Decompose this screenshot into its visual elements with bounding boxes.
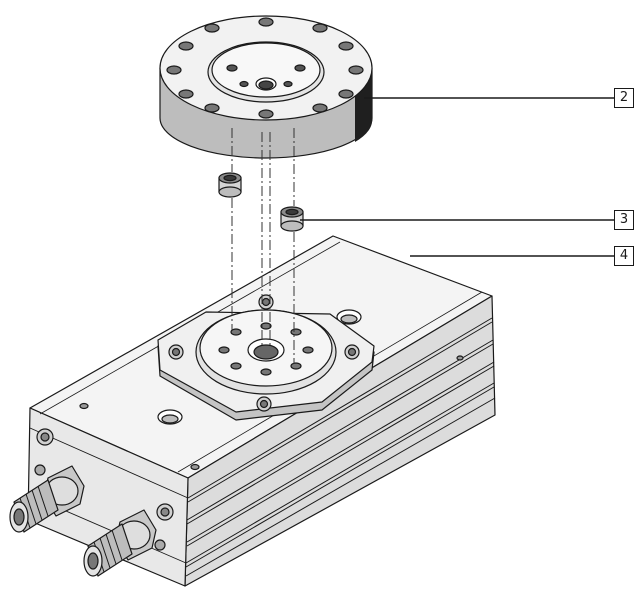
centering-sleeve-left — [218, 172, 242, 198]
assembly-axis-lines — [231, 128, 295, 364]
pneumatic-fitting-right — [83, 509, 157, 577]
rotary-plate — [157, 294, 375, 421]
rotary-actuator-body — [9, 235, 496, 587]
callout-actuator: 4 — [614, 246, 634, 266]
centering-sleeve-right — [280, 206, 304, 232]
callout-flange: 2 — [614, 88, 634, 108]
pneumatic-fitting-left — [9, 465, 85, 533]
callout-centering-sleeve: 3 — [614, 210, 634, 230]
centering-sleeves — [218, 172, 304, 232]
end-face-screws — [34, 428, 174, 551]
callout-leaders — [300, 97, 616, 257]
flange-mounting-holes — [166, 17, 364, 119]
body-grooves — [185, 317, 496, 577]
flange-plate — [159, 15, 373, 159]
